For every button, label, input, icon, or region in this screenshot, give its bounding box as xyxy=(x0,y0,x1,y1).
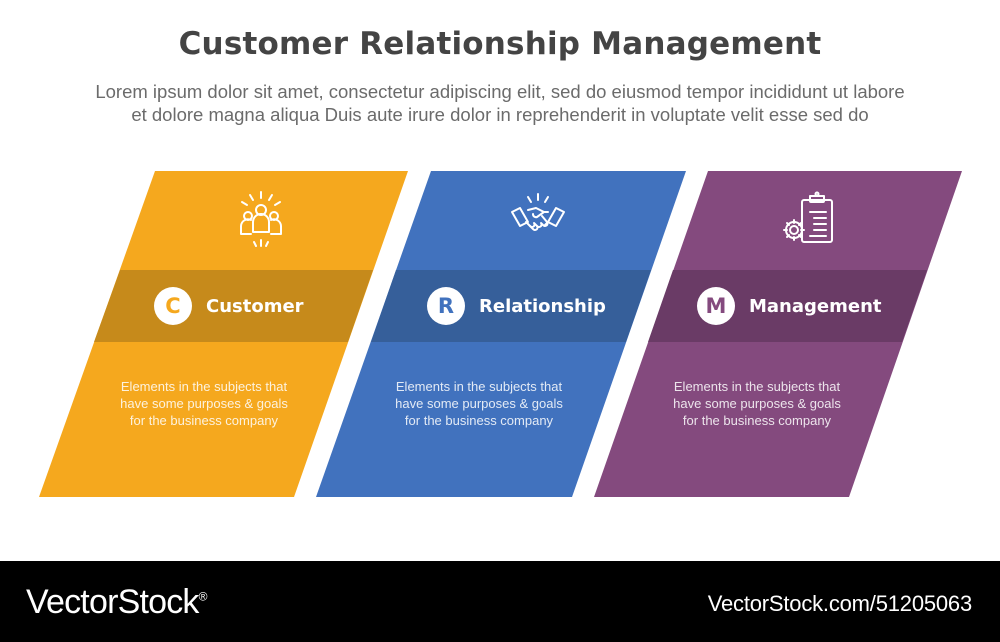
footer-brand: VectorStock® xyxy=(26,583,207,622)
handshake-icon xyxy=(511,193,565,231)
card-relationship-label: R Relationship xyxy=(427,287,606,325)
card-management-description: Elements in the subjects that have some … xyxy=(673,379,841,428)
footer-bar: VectorStock® VectorStock.com/51205063 xyxy=(0,561,1000,642)
footer-url: VectorStock.com/51205063 xyxy=(707,591,972,616)
card-customer-badge: C xyxy=(154,287,192,325)
subtitle-line-2: et dolore magna aliqua Duis aute irure d… xyxy=(131,104,869,125)
card-relationship-description: Elements in the subjects that have some … xyxy=(395,379,563,428)
footer-brand-name: VectorStock xyxy=(26,583,199,621)
card-management-badge: M xyxy=(697,287,735,325)
page-title: Customer Relationship Management xyxy=(178,26,822,62)
card-customer-label: C Customer xyxy=(154,287,304,325)
card-management-label: M Management xyxy=(697,287,882,325)
card-relationship-badge: R xyxy=(427,287,465,325)
subtitle-line-1: Lorem ipsum dolor sit amet, consectetur … xyxy=(95,81,905,102)
registered-mark: ® xyxy=(198,589,208,604)
page-subtitle: Lorem ipsum dolor sit amet, consectetur … xyxy=(20,80,980,126)
card-customer-title: Customer xyxy=(206,295,304,317)
card-management-title: Management xyxy=(749,295,882,317)
card-relationship-title: Relationship xyxy=(479,295,606,317)
clipboard-gear-icon xyxy=(783,191,833,243)
card-customer-description: Elements in the subjects that have some … xyxy=(120,379,288,428)
people-group-icon xyxy=(240,191,282,247)
